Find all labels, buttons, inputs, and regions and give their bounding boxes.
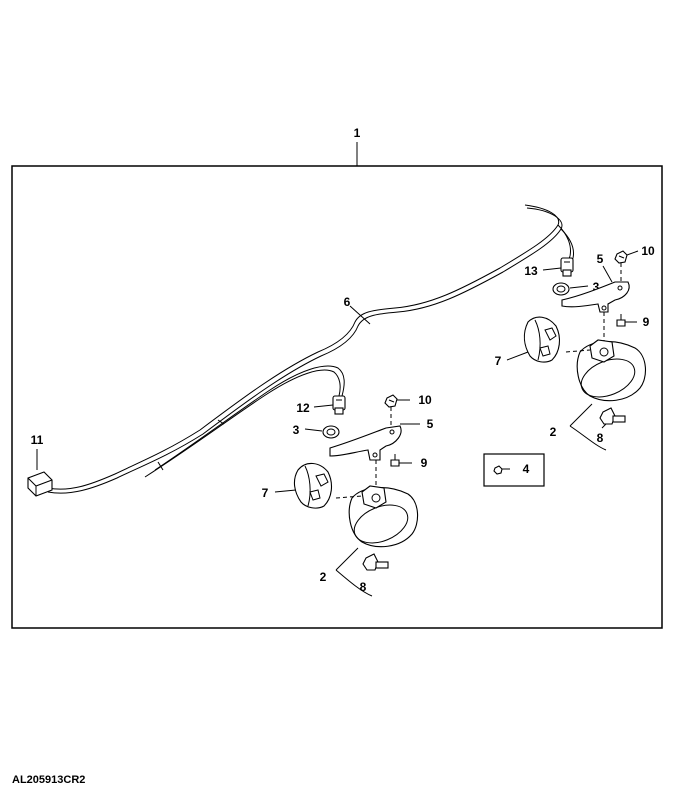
nut-left: [384, 394, 398, 408]
callout-light-left: 2: [320, 570, 327, 584]
figure-code: AL205913CR2: [12, 774, 86, 786]
fog-light-right: [565, 339, 646, 402]
nut-right: [614, 250, 628, 264]
callout-nut-right: 10: [641, 244, 655, 258]
callout-knob-left: 8: [360, 580, 367, 594]
callout-bulb-left: 12: [296, 401, 310, 415]
leader-knob-left: [335, 569, 373, 597]
callout-grommet-left: 3: [293, 423, 300, 437]
leader-bulb-left: [313, 404, 334, 408]
leader-light-right: [569, 403, 593, 427]
leader-harness: [349, 305, 371, 325]
callout-bracket-left: 5: [427, 417, 434, 431]
screw-left: [390, 454, 400, 467]
adjust-knob-left: [362, 553, 389, 571]
adjust-knob-right: [599, 407, 626, 425]
callout-harness: 6: [344, 295, 351, 309]
leader-bracket-right: [602, 265, 613, 283]
assembly-frame: [11, 165, 663, 629]
callout-kit-hardware: 4: [523, 462, 530, 476]
leader-housing-left: [274, 489, 297, 493]
leader-light-left: [335, 547, 359, 571]
callout-bulb-right: 13: [524, 264, 538, 278]
harness-connector: [27, 471, 53, 497]
callout-housing-right: 7: [495, 354, 502, 368]
bulb-socket-right: [560, 257, 574, 277]
callout-grommet-right: 3: [593, 280, 600, 294]
bracket-left: [329, 425, 402, 461]
callout-nut-left: 10: [418, 393, 432, 407]
wiring-harness: [47, 204, 574, 494]
bulb-socket-left: [332, 395, 346, 415]
callout-knob-right: 8: [597, 431, 604, 445]
housing-right: [523, 316, 561, 363]
grommet-left: [322, 425, 340, 439]
leader-bulb-right: [542, 267, 562, 271]
leader-housing-right: [506, 351, 529, 361]
leader-knob-right-b: [601, 423, 607, 429]
hardware-kit-box: [483, 453, 545, 487]
leader-nut-right: [626, 250, 639, 256]
leader-knob-right: [569, 425, 607, 451]
bracket-right: [561, 281, 630, 313]
callout-light-right: 2: [550, 425, 557, 439]
housing-left: [293, 462, 333, 509]
leader-grommet-left: [304, 428, 323, 432]
leader-grommet-right: [569, 285, 589, 289]
callout-assembly: 1: [354, 126, 361, 140]
callout-housing-left: 7: [262, 486, 269, 500]
screw-right: [616, 314, 626, 327]
callout-connector: 11: [31, 433, 44, 447]
fog-light-left: [335, 485, 419, 548]
grommet-right: [552, 282, 570, 296]
callout-bracket-right: 5: [597, 252, 604, 266]
callout-screw-left: 9: [421, 456, 428, 470]
callout-screw-right: 9: [643, 315, 650, 329]
